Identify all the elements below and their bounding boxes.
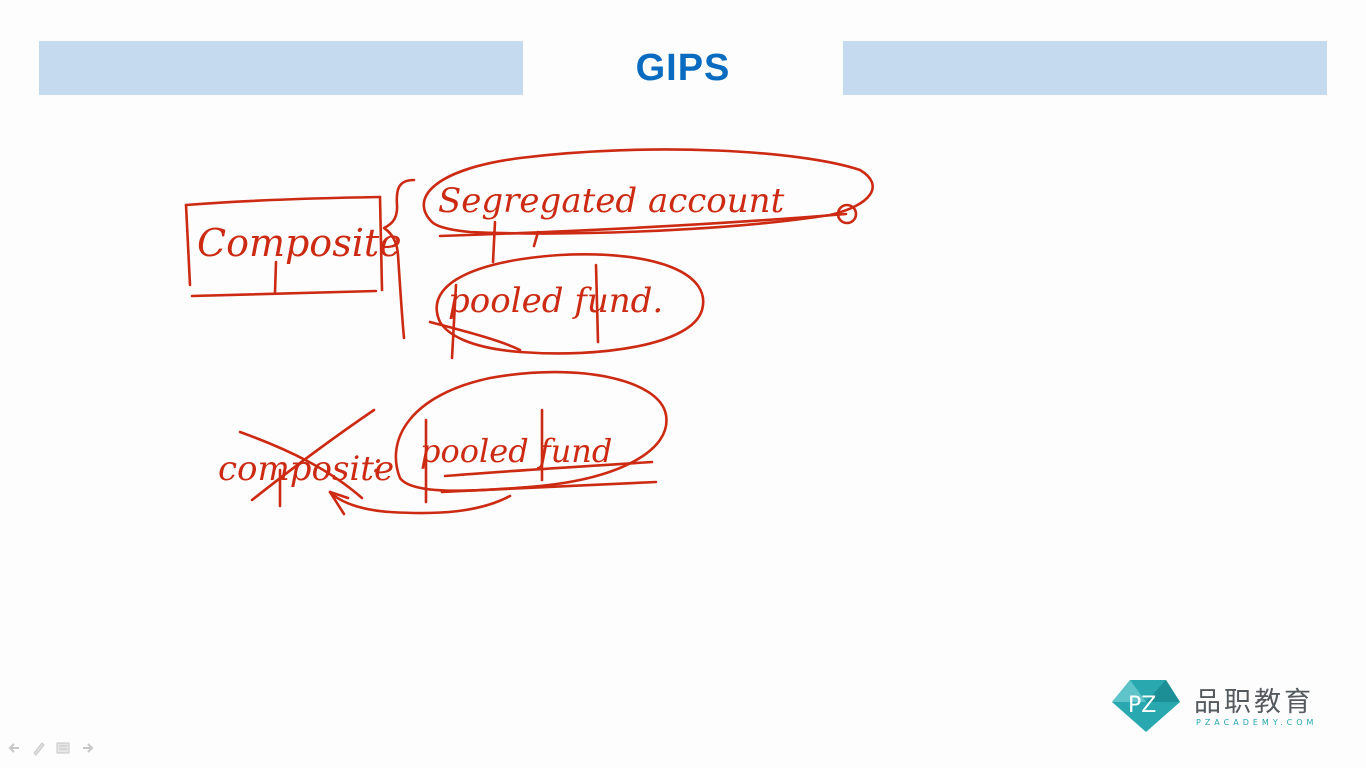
- pooled-fund-group-2: pooled fund: [394, 370, 668, 504]
- annotation-composite-crossed: composite: [218, 449, 394, 489]
- title-band-right: [843, 41, 1327, 95]
- slideshow-toolbar: [6, 738, 96, 758]
- return-arrow: [328, 490, 512, 515]
- brand-website: PZACADEMY.COM: [1196, 718, 1318, 727]
- brand-name: 品职教育: [1194, 687, 1314, 718]
- annotation-segregated-account: Segregated account: [438, 181, 785, 221]
- menu-icon: [56, 742, 70, 754]
- composite-crossed-group: composite :: [218, 408, 394, 508]
- pz-diamond-icon: PZ: [1112, 680, 1180, 732]
- arrow-right-icon: [83, 743, 94, 753]
- annotation-composite: Composite: [197, 221, 402, 265]
- brand-logo: PZ 品职教育 PZACADEMY.COM: [1106, 676, 1336, 736]
- composite-box: Composite: [184, 195, 402, 298]
- annotation-pooled-fund-2: pooled fund: [420, 432, 612, 470]
- previous-slide-button[interactable]: [6, 739, 24, 757]
- logo-mark-text: PZ: [1128, 693, 1156, 718]
- segregated-account-group: Segregated account: [422, 148, 874, 264]
- pen-tool-button[interactable]: [30, 739, 48, 757]
- pen-icon: [33, 742, 45, 756]
- slide-title: GIPS: [635, 47, 731, 89]
- annotation-pooled-fund-1: pooled fund.: [448, 281, 663, 321]
- return-arrow-head: [328, 490, 350, 516]
- title-band-left: [39, 41, 523, 95]
- annotation-colon: :: [372, 445, 382, 480]
- pooled-fund-group-1: pooled fund.: [428, 253, 705, 360]
- arrow-left-icon: [8, 743, 19, 753]
- slide-menu-button[interactable]: [54, 739, 72, 757]
- next-slide-button[interactable]: [78, 739, 96, 757]
- curly-brace: [382, 178, 416, 340]
